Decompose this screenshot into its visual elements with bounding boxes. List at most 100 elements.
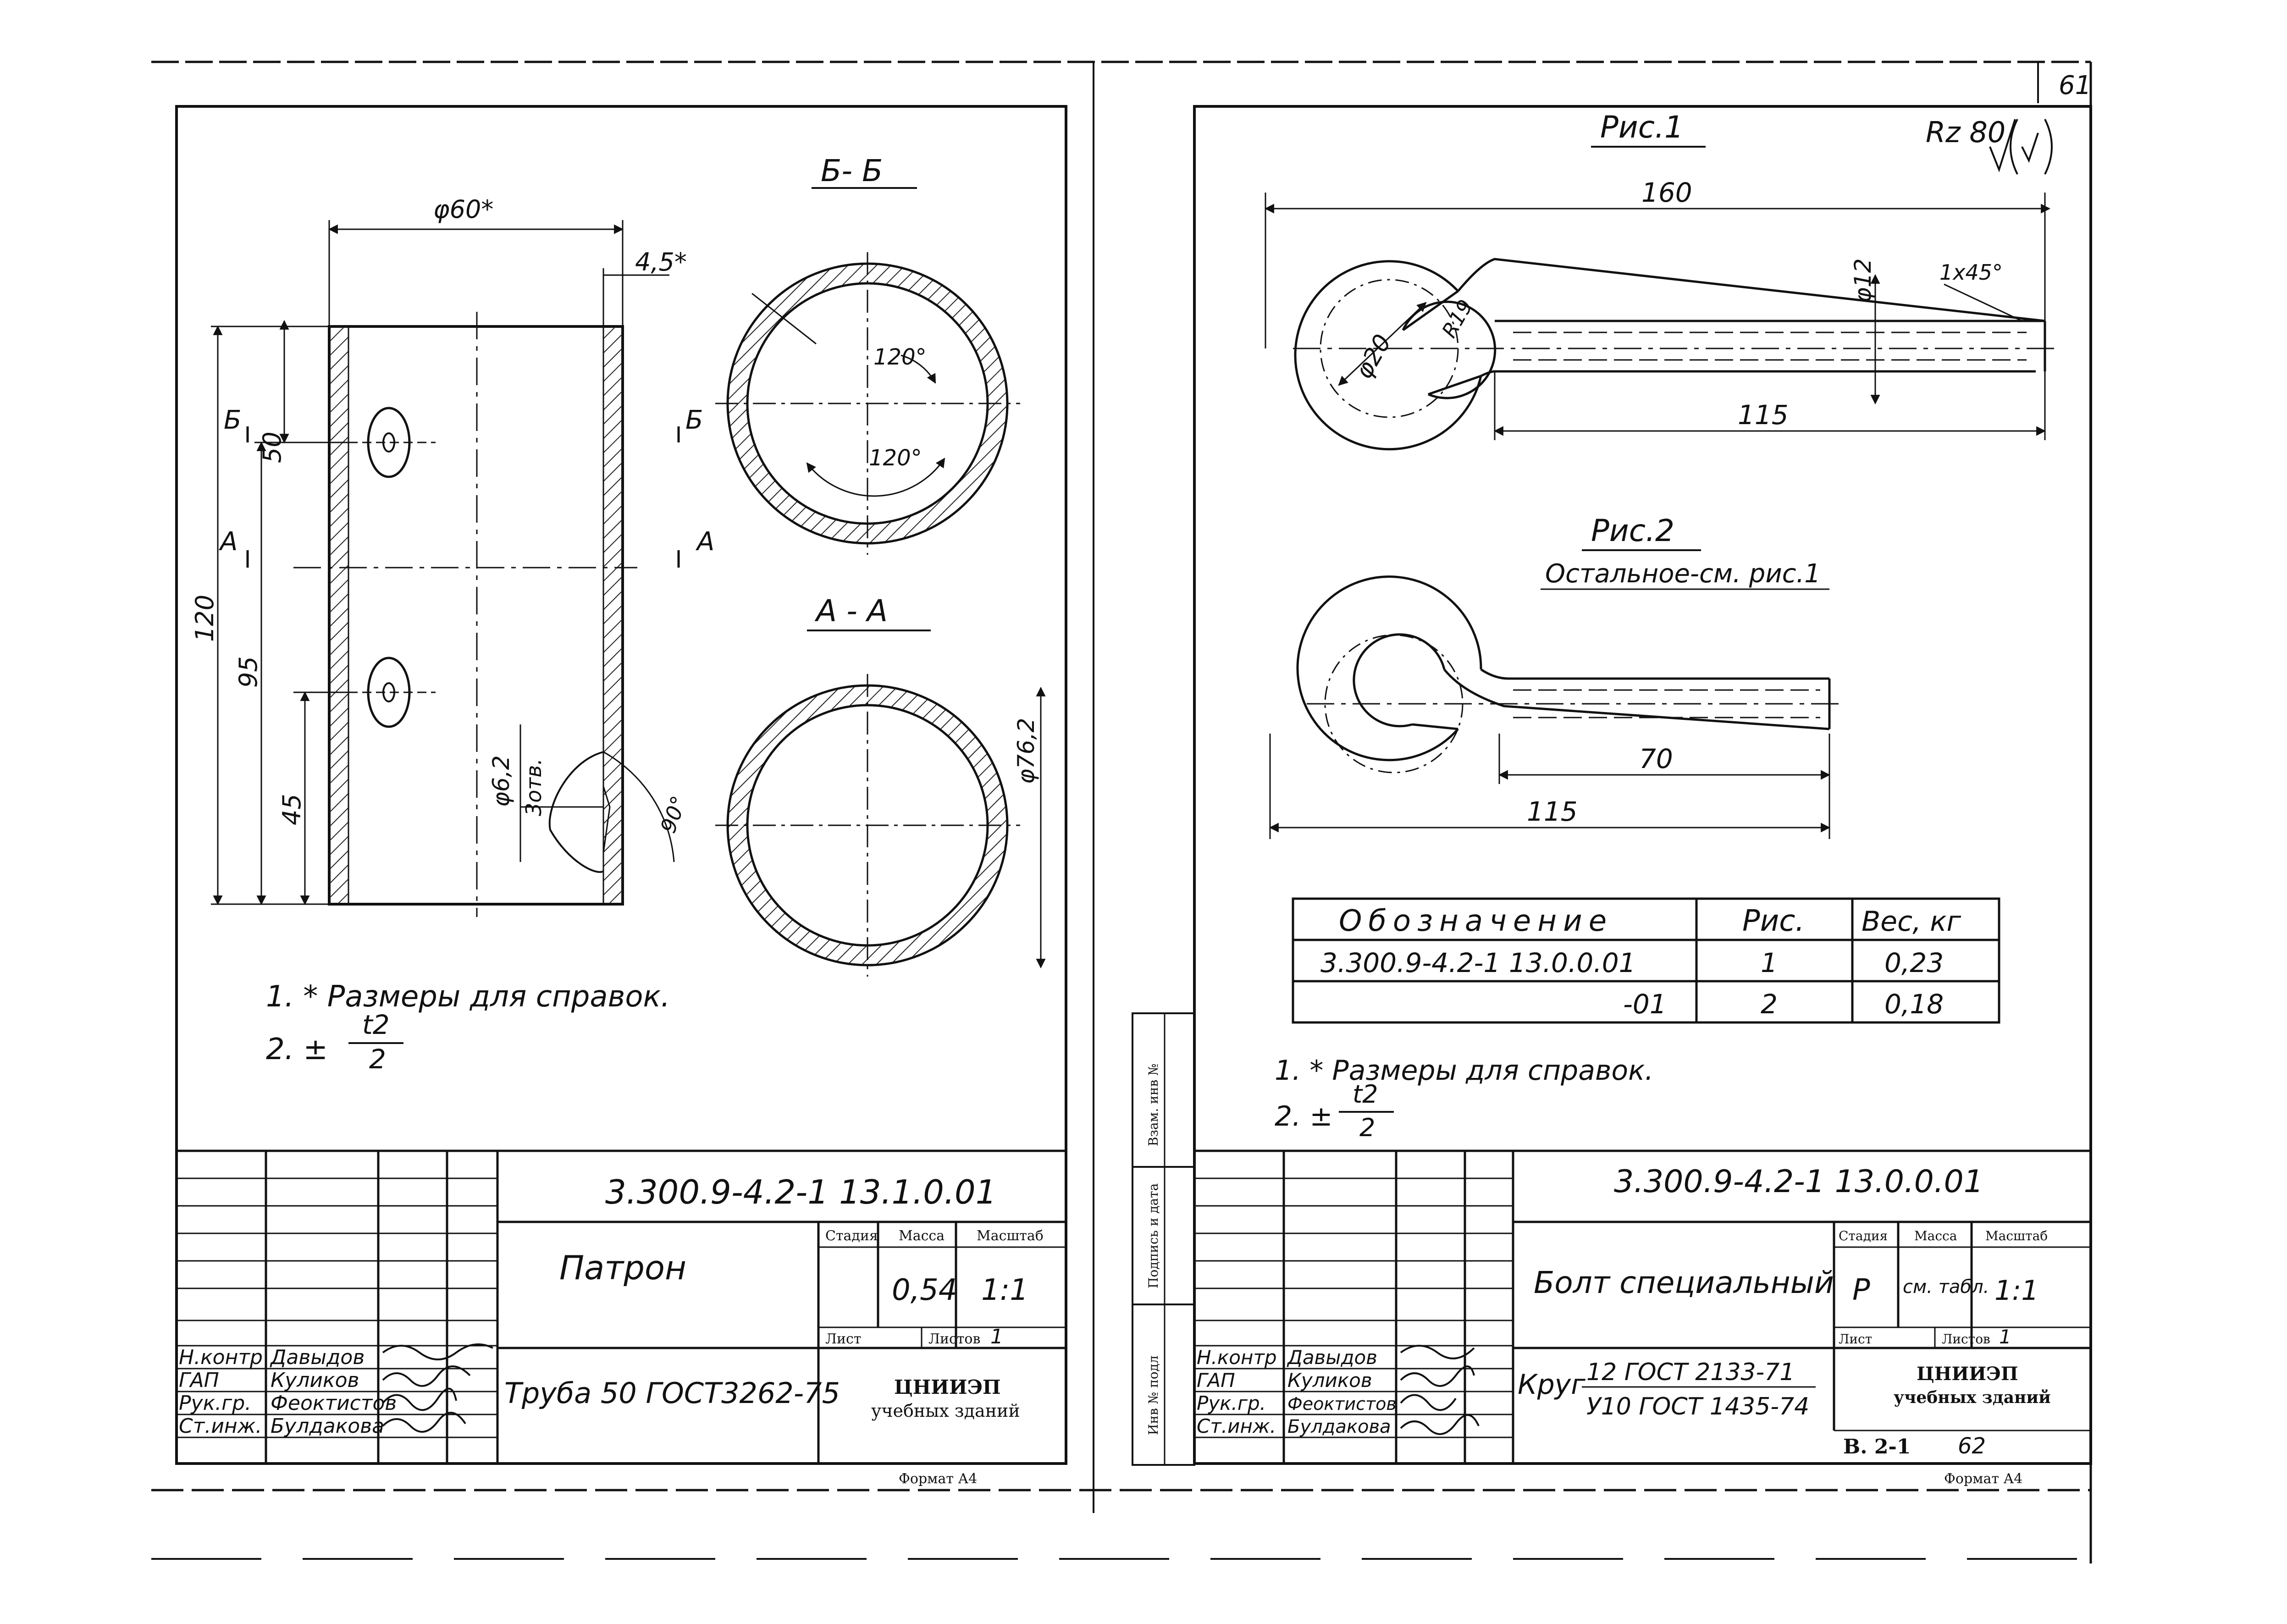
angle-120-top: 120° [873, 344, 927, 370]
fig2-dim-115: 115 [1527, 796, 1578, 827]
section-aa-title: А - А [814, 593, 888, 629]
right-tol-num: t2 [1353, 1080, 1378, 1109]
left-scale-label: Масштаб [977, 1228, 1044, 1244]
right-note-2: 2. ± [1275, 1100, 1333, 1132]
fig1-bolt [1293, 258, 2054, 451]
table-header-fig: Рис. [1742, 904, 1805, 938]
right-role-1: ГАП [1197, 1369, 1235, 1392]
fig2-dim-70: 70 [1639, 743, 1673, 774]
right-bottom-code: В. 2-1 [1843, 1435, 1911, 1458]
cut-a-left: А [219, 527, 238, 557]
dim-wall: 4,5* [635, 248, 687, 276]
cut-b-right: Б [685, 405, 703, 435]
right-role-0: Н.контр [1197, 1346, 1277, 1369]
table-row0-weight: 0,23 [1884, 947, 1944, 978]
right-title-block [1194, 1149, 2091, 1464]
right-scale-label: Масштаб [1985, 1228, 2048, 1243]
fig2-title: Рис.2 [1591, 513, 1674, 548]
note-1: 1. * Размеры для справок. [266, 980, 670, 1014]
left-people: Н.контр Давыдов ГАП Куликов Рук.гр. Феок… [179, 1346, 397, 1438]
left-sheets: 1 [990, 1325, 1003, 1348]
left-name-0: Давыдов [270, 1346, 365, 1369]
table-row0-designation: 3.300.9-4.2-1 13.0.0.01 [1320, 947, 1636, 978]
dim-45: 45 [277, 794, 306, 825]
dim-hole-dia: φ6,2 [488, 756, 514, 807]
table-row1-weight: 0,18 [1884, 989, 1944, 1020]
right-material-bottom: У10 ГОСТ 1435-74 [1586, 1393, 1809, 1420]
left-stage-label: Стадия [825, 1228, 878, 1244]
page-number: 61 [2059, 71, 2091, 100]
right-role-2: Рук.гр. [1197, 1392, 1266, 1414]
left-org-sub: учебных зданий [871, 1401, 1020, 1421]
right-name-2: Феоктистов [1287, 1394, 1397, 1414]
fig2-bolt [1296, 575, 1839, 773]
right-org-sub: учебных зданий [1894, 1388, 2051, 1407]
left-name-2: Феоктистов [271, 1392, 397, 1415]
dim-outer-diameter: φ60* [433, 195, 493, 224]
right-mass: см. табл. [1903, 1276, 1989, 1298]
right-sheets-label: Листов [1942, 1331, 1990, 1347]
right-designation: 3.300.9-4.2-1 13.0.0.01 [1614, 1164, 1983, 1200]
table-row0-fig: 1 [1761, 947, 1778, 978]
cut-b-left: Б [224, 405, 241, 435]
left-frame [175, 105, 1067, 1465]
stamp-vzam: Взам. инв № [1146, 1063, 1161, 1146]
right-mass-label: Масса [1914, 1228, 1957, 1243]
right-bottom-page: 62 [1958, 1433, 1986, 1459]
fig2-subtitle: Остальное-см. рис.1 [1545, 559, 1821, 589]
table-row1-designation: -01 [1623, 989, 1667, 1020]
tol-den: 2 [369, 1044, 386, 1075]
right-material-prefix: Круг [1518, 1369, 1585, 1401]
right-org: ЦНИИЭП [1917, 1363, 2018, 1385]
fig1-title: Рис.1 [1600, 110, 1684, 145]
right-sheet: Взам. инв № Подпись и дата Инв № подл Rz… [1132, 105, 2092, 1487]
fig1-dia12: φ12 [1850, 258, 1876, 303]
right-stage: Р [1852, 1273, 1870, 1307]
right-name-3: Булдакова [1287, 1416, 1391, 1437]
tol-num: t2 [362, 1009, 390, 1040]
dim-95: 95 [234, 656, 263, 688]
dim-120: 120 [190, 595, 219, 642]
cut-a-right: А [696, 527, 714, 557]
stamp-podpis: Подпись и дата [1146, 1183, 1161, 1288]
left-role-0: Н.контр [179, 1346, 263, 1369]
stamp-inv: Инв № подл [1146, 1355, 1161, 1435]
left-title-block [177, 1149, 1066, 1464]
right-note-1: 1. * Размеры для справок. [1275, 1055, 1653, 1087]
section-bb-view [715, 252, 1020, 555]
left-mass-label: Масса [899, 1228, 945, 1244]
right-frame [1193, 105, 2092, 1465]
right-stage-label: Стадия [1839, 1228, 1888, 1243]
left-role-3: Ст.инж. [179, 1414, 262, 1438]
dim-angle-90: 90° [656, 793, 692, 836]
right-sheets: 1 [1999, 1326, 2011, 1348]
note-2: 2. ± [266, 1033, 328, 1066]
left-name-1: Куликов [271, 1369, 359, 1392]
roughness-symbol [1989, 119, 2053, 175]
fig1-dim-160: 160 [1641, 177, 1692, 208]
dim-762: φ76,2 [1013, 718, 1039, 784]
right-people: Н.контр Давыдов ГАП Куликов Рук.гр. Феок… [1197, 1346, 1397, 1437]
right-format: Формат А4 [1944, 1471, 2022, 1487]
pipe-side-view [293, 312, 637, 917]
left-mass: 0,54 [892, 1273, 957, 1307]
right-name-1: Куликов [1287, 1369, 1372, 1392]
left-name-3: Булдакова [271, 1414, 384, 1438]
dim-50: 50 [258, 431, 287, 463]
left-part-name: Патрон [559, 1248, 686, 1287]
left-material: Труба 50 ГОСТ3262-75 [504, 1376, 840, 1410]
left-dimensions [211, 220, 680, 906]
right-scale: 1:1 [1994, 1275, 2039, 1307]
right-sheet-label: Лист [1839, 1331, 1872, 1347]
angle-120-bottom: 120° [869, 445, 922, 471]
right-part-name: Болт специальный [1534, 1265, 1834, 1300]
fig1-dia20: φ20 [1350, 330, 1397, 383]
section-bb-title: Б- Б [821, 153, 883, 188]
table-row1-fig: 2 [1761, 989, 1778, 1020]
left-signatures [382, 1343, 493, 1433]
left-sheet: φ60* 4,5* 120 95 50 45 φ6,2 3отв. 90° Б … [175, 105, 1067, 1487]
table-header-designation: Обозначение [1339, 904, 1613, 938]
left-sheets-label: Листов [928, 1331, 980, 1347]
right-tol-den: 2 [1359, 1113, 1375, 1142]
